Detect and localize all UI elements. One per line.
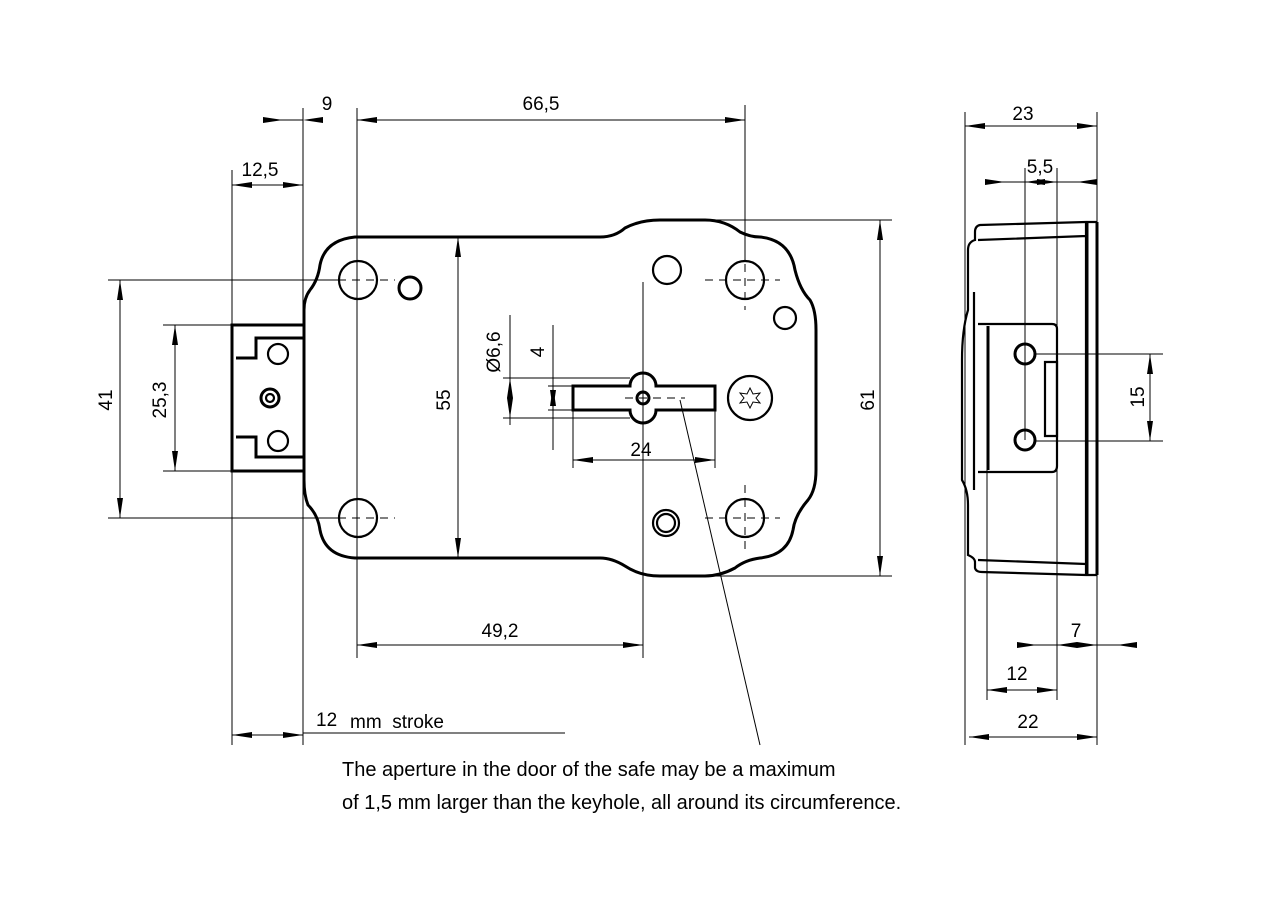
dim-23: 23 — [1012, 104, 1033, 125]
dim-12: 12 — [1006, 664, 1027, 685]
dim-9: 9 — [322, 94, 333, 115]
keyhole — [571, 371, 717, 425]
dim-15: 15 — [1128, 386, 1149, 407]
note-line-1: The aperture in the door of the safe may… — [342, 759, 836, 781]
dim-61: 61 — [858, 389, 879, 410]
note-line-2: of 1,5 mm larger than the keyhole, all a… — [342, 792, 901, 814]
torx-screw — [726, 374, 774, 422]
dim-22: 22 — [1017, 712, 1038, 733]
lock-body-outline — [302, 218, 818, 578]
bolt — [230, 323, 304, 473]
dim-5-5: 5,5 — [1027, 157, 1053, 178]
dim-55: 55 — [434, 389, 455, 410]
stroke-label: mm stroke — [350, 712, 444, 733]
side-body-outline — [960, 220, 1087, 577]
dim-7: 7 — [1071, 621, 1082, 642]
mounting-holes — [337, 250, 798, 550]
dim-4: 4 — [528, 346, 549, 357]
side-view: 23 5,5 15 7 12 22 — [960, 104, 1163, 745]
stroke-value: 12 — [316, 710, 337, 731]
dim-49-2: 49,2 — [482, 621, 519, 642]
dim-66-5: 66,5 — [523, 94, 560, 115]
dim-24: 24 — [630, 440, 652, 461]
dim-12-5: 12,5 — [242, 160, 279, 181]
dim-41: 41 — [96, 389, 117, 410]
dim-diameter-6-6: Ø6,6 — [484, 331, 505, 372]
front-view: 9 66,5 12,5 41 25,3 55 61 49,2 Ø6,6 4 24… — [96, 94, 892, 746]
dim-25-3: 25,3 — [150, 382, 171, 419]
